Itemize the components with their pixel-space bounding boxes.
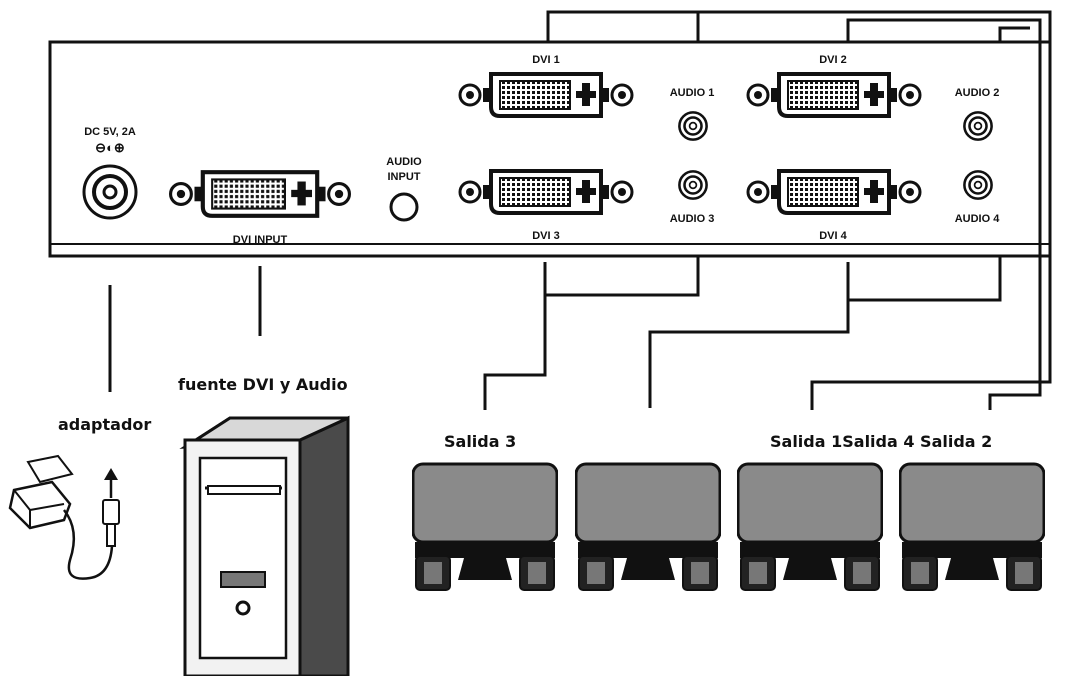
- audio4-label: AUDIO 4: [955, 213, 1001, 225]
- source-caption: fuente DVI y Audio: [178, 375, 348, 394]
- adapter-caption: adaptador: [58, 415, 151, 434]
- dvi-output-2: DVI 2: [748, 54, 920, 116]
- pc-tower-icon: [179, 415, 350, 676]
- cable-output-1: [546, 10, 1052, 410]
- cables: [108, 10, 1052, 410]
- audio-input-label-1: AUDIO: [386, 156, 422, 168]
- cable-audio-2: [998, 26, 1030, 42]
- power-spec-label: DC 5V, 2A: [84, 126, 136, 138]
- dvi-input-port: DVI INPUT: [171, 172, 350, 246]
- monitor-salida-1: [575, 462, 721, 592]
- dvi4-label: DVI 4: [819, 230, 847, 242]
- dvi-output-4: DVI 4: [748, 171, 920, 242]
- outputs-right-caption: Salida 1Salida 4 Salida 2: [770, 432, 992, 451]
- audio-input-label-2: INPUT: [388, 171, 421, 183]
- monitor-salida-4: [737, 462, 883, 592]
- audio-output-3: AUDIO 3: [670, 170, 715, 225]
- cable-output-2: [846, 18, 1042, 410]
- monitor-salida-2: [899, 462, 1045, 592]
- dvi3-label: DVI 3: [532, 230, 560, 242]
- dvi2-label: DVI 2: [819, 54, 847, 66]
- polarity-symbol: ⊖◐⊕: [95, 140, 125, 155]
- monitor-salida-3: [412, 462, 558, 592]
- power-jack: DC 5V, 2A ⊖◐⊕: [82, 126, 138, 220]
- audio-output-4: AUDIO 4: [955, 170, 1001, 225]
- output-3-caption: Salida 3: [444, 432, 516, 451]
- dvi-output-3: DVI 3: [460, 171, 632, 242]
- dvi-input-label: DVI INPUT: [233, 234, 288, 246]
- audio-output-2: AUDIO 2: [955, 87, 1000, 141]
- audio2-label: AUDIO 2: [955, 87, 1000, 99]
- cable-output-4: [846, 256, 1002, 302]
- cable-output-3: [543, 256, 700, 297]
- audio-output-1: AUDIO 1: [670, 87, 715, 141]
- dvi-output-1: DVI 1: [460, 54, 632, 116]
- audio-input-port: AUDIO INPUT: [386, 156, 422, 222]
- dvi1-label: DVI 1: [532, 54, 560, 66]
- power-adapter-icon: [8, 454, 120, 580]
- audio1-label: AUDIO 1: [670, 87, 715, 99]
- audio3-label: AUDIO 3: [670, 213, 715, 225]
